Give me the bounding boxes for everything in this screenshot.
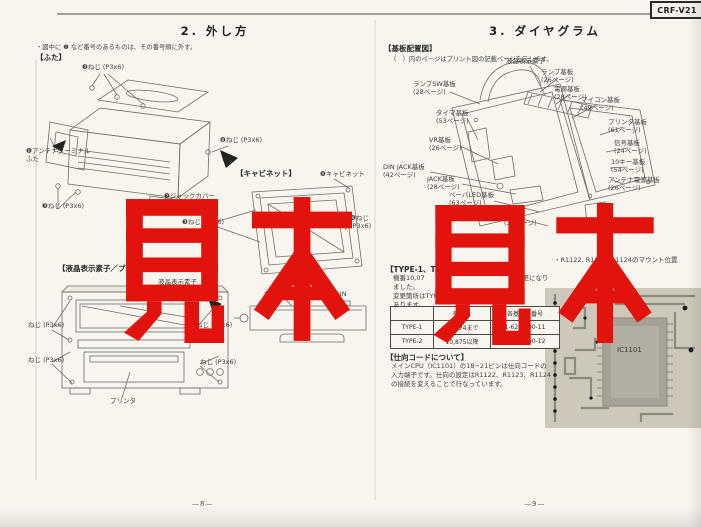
left-page-title: 2. 外し方 xyxy=(180,24,250,38)
table-row: TYPE-2 10,875以降 1-628-300-12 xyxy=(390,334,560,349)
board-label: JACK基板 (28ページ) xyxy=(427,175,460,192)
lcd-printer-diagram xyxy=(51,285,229,399)
board-layout-diagram xyxy=(429,61,656,234)
scan-shadow-bottom xyxy=(0,507,701,527)
part-label: ❺キャビネット xyxy=(320,170,365,178)
board-label: ランプ基板 (26ページ) xyxy=(541,68,574,85)
part-label: ❷ジャックカバー xyxy=(164,192,216,200)
cabinet-diagram xyxy=(211,178,367,343)
board-label: アンテナ電源基板 (26ページ) xyxy=(608,176,660,193)
table-cell: TYPE-1 xyxy=(390,320,434,335)
pcb-photo: IC1101 xyxy=(545,288,701,428)
model-label-box: CRF-V21 xyxy=(650,1,701,19)
board-layout-heading: 【基板配置図】 xyxy=(384,44,437,53)
board-label: ペーパLED基板 (63ページ) xyxy=(449,191,495,208)
part-label: RF GAIN xyxy=(320,290,347,298)
ic-label: IC1101 xyxy=(617,346,642,354)
type-text: ました。 xyxy=(393,283,419,291)
part-label: ❹ねじ (P3x6) xyxy=(350,214,372,231)
dest-code-text: の接続を変えることで行なっています。 xyxy=(391,380,507,388)
part-label: ねじ (P3x6) xyxy=(28,356,65,364)
table-cell: 1-628-300-12 xyxy=(490,334,560,349)
type-text: 機番10,07 xyxy=(393,274,425,282)
part-label: 液晶表示素子 xyxy=(158,278,197,286)
part-label: ❸ねじ (P3x6) xyxy=(82,63,125,71)
type-table: 機 番 各基板の番号 TYPE-1 10,874まで 1-628-300-11 … xyxy=(390,306,560,349)
scan-shadow-right xyxy=(688,0,701,527)
board-label: ランプSW基板 (28ページ) xyxy=(413,80,456,97)
lcd-printer-heading: 【液晶表示素子／プリンタ】 xyxy=(58,264,156,273)
dest-code-heading: 【仕向コードについて】 xyxy=(386,353,469,362)
part-label: プリンタ xyxy=(110,397,136,405)
board-label: 電源基板 (28ページ) xyxy=(554,85,587,102)
board-label: マイコン基板 (49ページ) xyxy=(581,96,620,113)
part-label: ❸ねじ (P3x6) xyxy=(182,218,225,226)
board-label: VR基板 (26ページ) xyxy=(429,136,462,153)
table-cell: 10,875以降 xyxy=(433,334,491,349)
part-label: ❹ねじ (P3x6) xyxy=(220,136,263,144)
type-text: あります。 xyxy=(393,301,425,309)
board-label: タイマ基板 (53ページ) xyxy=(436,109,469,126)
left-page-note: ・図中に ❶ など番号のあるものは、その番号順に外す。 xyxy=(36,44,197,51)
part-label: ねじ (P3x6) xyxy=(196,321,233,329)
futa-heading: 【ふた】 xyxy=(36,53,66,62)
table-header-row: 機 番 各基板の番号 xyxy=(390,306,560,321)
mount-note: ・R1122, R1123, R1124のマウント位置 xyxy=(554,256,678,264)
part-label: ねじ (P3x6) xyxy=(200,358,237,366)
board-label: DIN JACK基板 (42ページ) xyxy=(383,163,425,180)
cabinet-heading: 【キャビネット】 xyxy=(236,169,296,178)
part-label: ねじ (P3x6) xyxy=(28,321,65,329)
table-header-cell xyxy=(390,306,434,321)
board-label: 信号基板 (24ページ) xyxy=(614,139,647,156)
part-label: ❶つめ xyxy=(294,271,313,279)
model-label: CRF-V21 xyxy=(657,5,697,15)
pcb-traces: IC1101 xyxy=(553,294,695,422)
right-page-title: 3. ダイヤグラム xyxy=(489,24,601,38)
table-cell: 1-628-300-11 xyxy=(490,320,560,335)
board-label: 液晶表示素子 xyxy=(506,57,545,65)
table-cell: TYPE-2 xyxy=(390,334,434,349)
arrow-southeast-icon xyxy=(220,150,238,168)
left-page-number: —8— xyxy=(192,500,214,508)
right-page-note: （ ）内のページはプリント図の記載ページを示します。 xyxy=(390,56,553,63)
right-page-number: —9— xyxy=(524,500,546,508)
part-label: ねじ (P3x6) xyxy=(264,290,301,298)
table-cell: 10,874まで xyxy=(433,320,491,335)
table-header-cell: 各基板の番号 xyxy=(490,306,560,321)
type-text: 変更になり xyxy=(516,274,549,282)
board-label: PB基板 (35ページ) xyxy=(504,211,537,228)
part-label: ❸ねじ (P3x6) xyxy=(42,202,85,210)
futa-diagram xyxy=(45,73,229,213)
board-label: プリンタ基板 (61ページ) xyxy=(608,118,647,135)
type-text: 変更箇所はTYPE-1、TYPE-2で表わして xyxy=(393,292,510,300)
table-header-cell: 機 番 xyxy=(433,306,491,321)
part-label: ❶アンテナターミナル ふた xyxy=(26,147,91,164)
dest-code-text: メインCPU（IC1101）の18−21ピンは仕向コードの xyxy=(391,362,547,370)
table-row: TYPE-1 10,874まで 1-628-300-11 xyxy=(390,320,560,335)
board-label: メイン基板 xyxy=(590,219,623,227)
dest-code-text: 入力端子です。仕向の設定はR1122、R1123、R1124 xyxy=(391,371,552,379)
board-label: 10キー基板 (54ページ) xyxy=(611,158,646,175)
arrow-left-icon xyxy=(52,140,66,152)
